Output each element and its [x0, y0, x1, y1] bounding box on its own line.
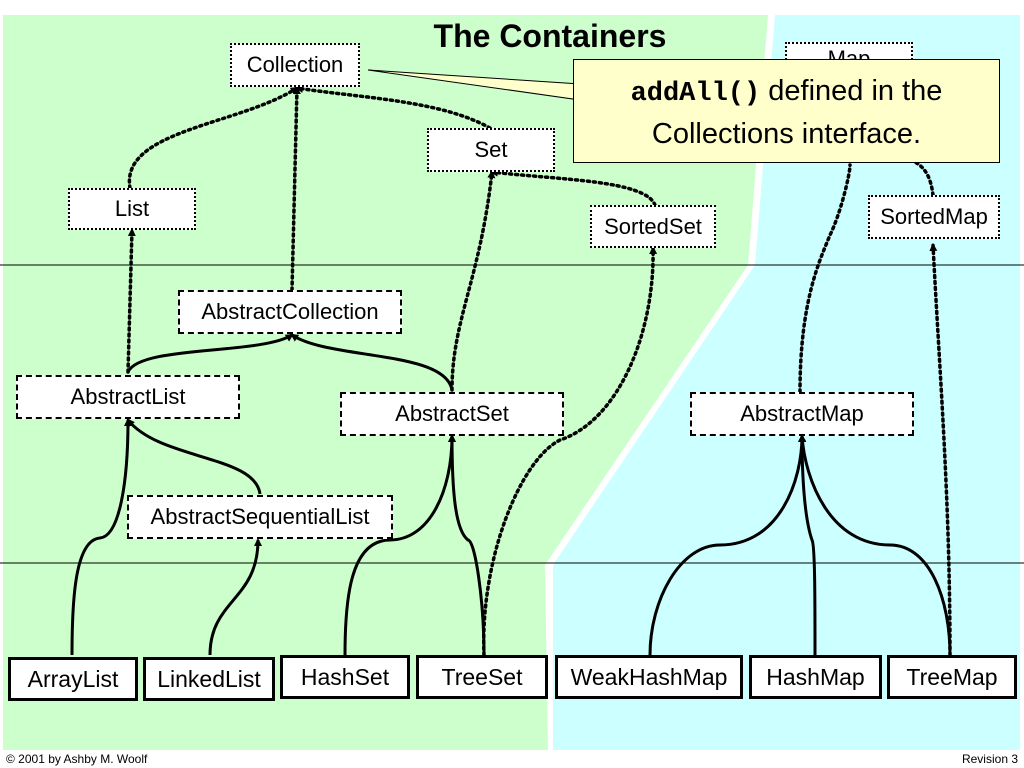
node-arraylist: ArrayList: [8, 657, 138, 701]
edge-abstractmap-map: [798, 163, 852, 394]
edge-arraylist-abstractlist: [70, 418, 132, 656]
footer-copyright: © 2001 by Ashby M. Woolf: [6, 752, 148, 766]
callout-code: addAll(): [630, 79, 761, 109]
node-treeset: TreeSet: [416, 655, 548, 699]
node-linkedlist: LinkedList: [143, 657, 275, 701]
page-title: The Containers: [433, 18, 667, 54]
edge-hashmap-abstractmap: [798, 434, 817, 656]
callout-text: defined in the Collections interface.: [651, 75, 943, 150]
edge-set-collection: [295, 84, 492, 130]
edge-list-collection: [127, 86, 299, 190]
edge-abstractset-abstractcollection: [290, 333, 454, 391]
edge-weakhashmap-abstractmap: [648, 434, 806, 656]
node-hashmap: HashMap: [749, 655, 882, 699]
edge-treeset-sortedset: [482, 246, 658, 657]
node-abstractlist: AbstractList: [16, 375, 240, 419]
edge-sortedset-set: [490, 168, 657, 207]
node-collection: Collection: [230, 43, 360, 87]
node-abstractset: AbstractSet: [340, 392, 564, 436]
edge-abstractset-set: [450, 170, 496, 392]
edge-linkedlist-abstractsequentiallist: [208, 538, 262, 656]
node-weakhashmap: WeakHashMap: [555, 655, 743, 699]
edge-abstractsequentiallist-abstractlist: [126, 418, 262, 495]
edge-treemap-sortedmap: [929, 243, 952, 657]
node-treemap: TreeMap: [887, 655, 1017, 699]
node-hashset: HashSet: [280, 655, 410, 699]
edge-treemap-abstractmap: [798, 434, 952, 656]
footer-revision: Revision 3: [961, 752, 1018, 766]
node-set: Set: [427, 128, 555, 172]
node-list: List: [68, 188, 196, 230]
edge-treeset-abstractset: [448, 434, 486, 656]
edge-abstractlist-abstractcollection: [126, 333, 294, 373]
edge-hashset-abstractset: [343, 434, 456, 656]
node-abstractcollection: AbstractCollection: [178, 290, 402, 334]
node-sortedset: SortedSet: [590, 205, 716, 248]
node-sortedmap: SortedMap: [868, 195, 1000, 239]
node-abstractmap: AbstractMap: [690, 392, 914, 436]
edge-abstractcollection-collection: [290, 86, 301, 292]
callout-note: addAll() defined in the Collections inte…: [573, 59, 1000, 163]
edge-abstractlist-list: [126, 228, 136, 374]
node-abstractsequentiallist: AbstractSequentialList: [127, 495, 393, 539]
